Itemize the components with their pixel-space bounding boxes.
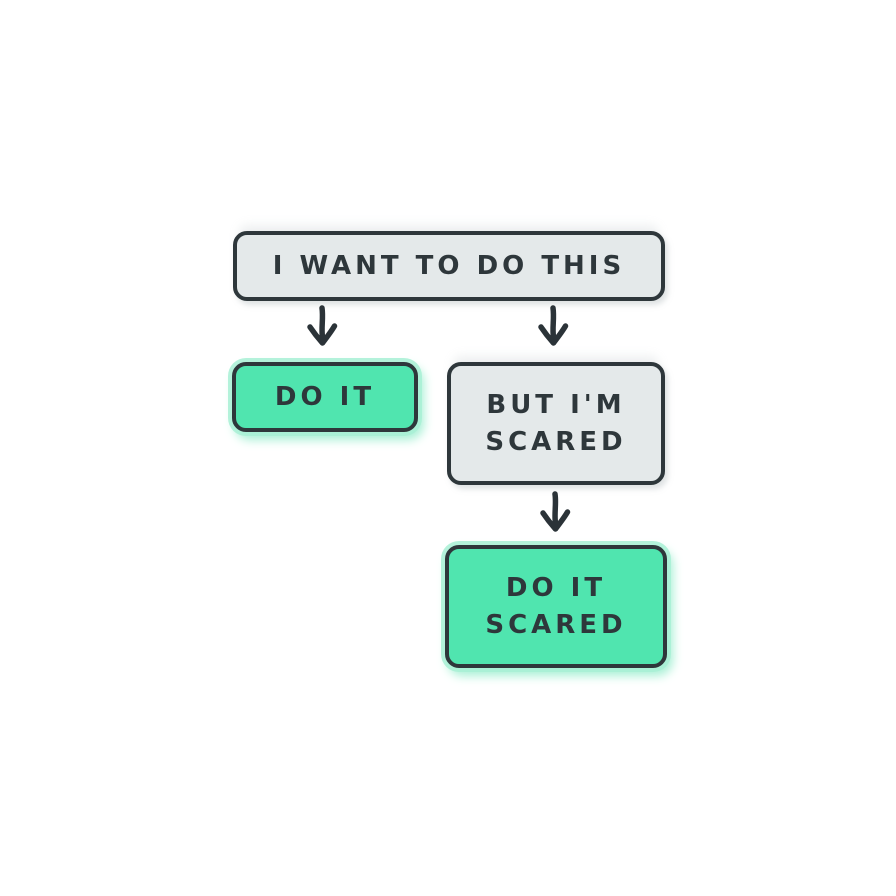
node-but-im-scared: BUT I'M SCARED (447, 362, 665, 485)
node-do-it: DO IT (232, 362, 418, 432)
node-do-it-scared: DO IT SCARED (445, 545, 667, 668)
down-arrow-icon (533, 490, 577, 542)
down-arrow-icon (531, 304, 575, 356)
down-arrow-icon (300, 304, 344, 356)
node-i-want-to-do-this: I WANT TO DO THIS (233, 231, 665, 301)
